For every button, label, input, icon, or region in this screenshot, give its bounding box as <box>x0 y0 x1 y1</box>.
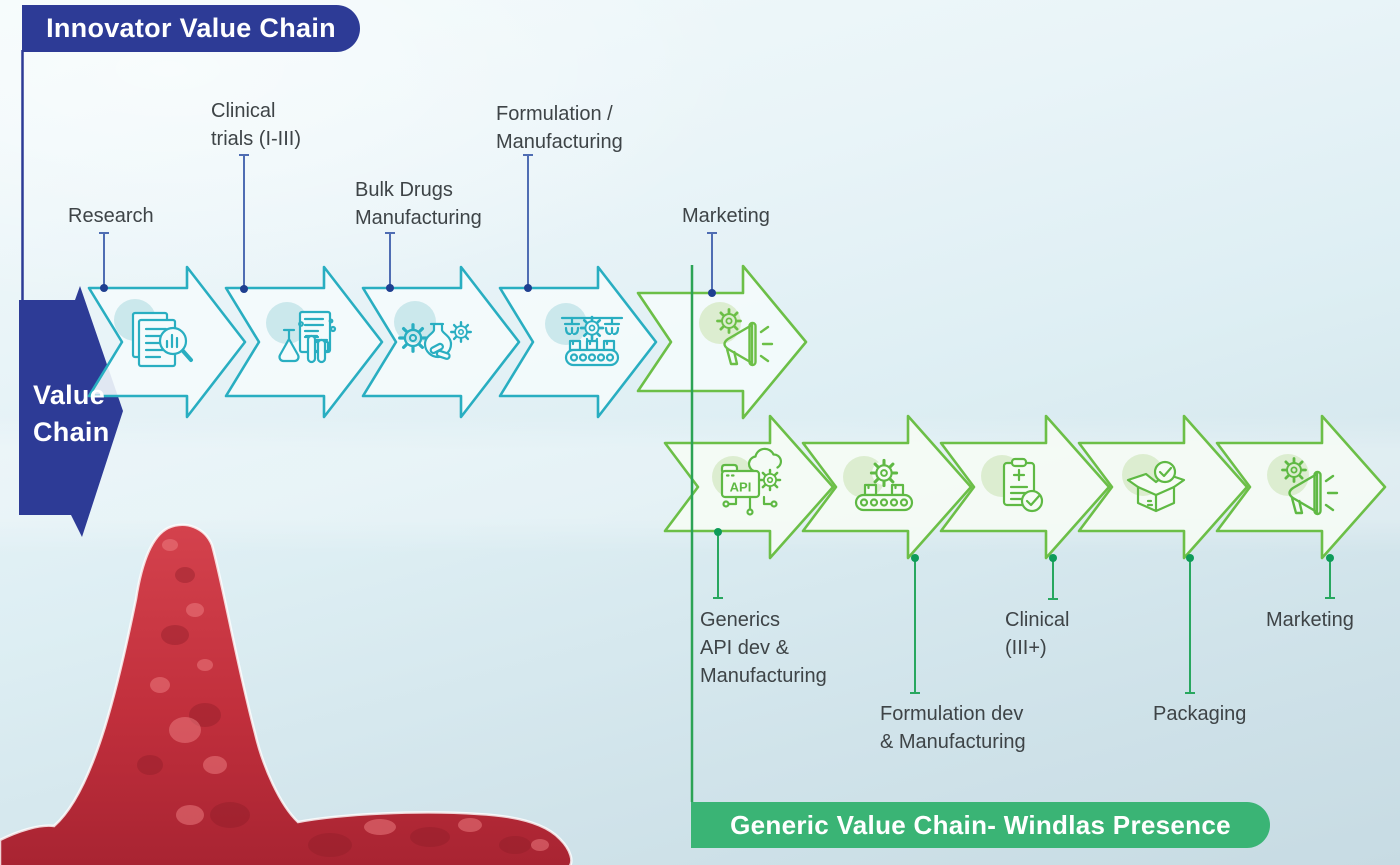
clipboard-check-icon <box>1002 457 1044 513</box>
generic-connectors <box>713 532 1335 694</box>
open-box-check-icon <box>1126 460 1186 513</box>
stage-label-clinical-trials: Clinical trials (I-III) <box>211 100 301 150</box>
assembly-line-icon <box>560 315 624 367</box>
innovator-arrow-marketing <box>636 264 808 420</box>
generic-arrow-marketing <box>1215 414 1387 560</box>
research-documents-magnifier-icon <box>131 311 193 368</box>
innovator-arrow-research <box>87 265 247 419</box>
starfish-image <box>0 523 573 865</box>
stage-label-formulation-dev: Formulation dev & Manufacturing <box>880 703 1026 753</box>
generic-arrow-formulation <box>801 414 973 560</box>
gears-flask-pills-icon <box>398 321 472 360</box>
generic-arrow-packaging <box>1077 414 1249 560</box>
stage-label-clinical-iii: Clinical (III+) <box>1005 609 1070 659</box>
conveyor-gear-icon <box>854 458 914 512</box>
clinical-flask-testtubes-icon <box>278 310 337 364</box>
innovator-arrow-bulk <box>361 265 521 419</box>
stage-label-marketing-generic: Marketing <box>1266 609 1354 631</box>
stage-label-packaging: Packaging <box>1153 703 1247 725</box>
svg-text:API: API <box>730 480 752 495</box>
stage-label-bulk-drugs: Bulk Drugs Manufacturing <box>355 179 482 229</box>
stage-label-marketing-innovator: Marketing <box>682 205 770 227</box>
generic-value-chain-badge: Generic Value Chain- Windlas Presence <box>691 802 1270 848</box>
value-chain-flag-label: Value Chain <box>33 380 110 447</box>
stage-label-research: Research <box>68 205 154 227</box>
innovator-connector-dots <box>100 284 716 297</box>
stage-label-generics-api: Generics API dev & Manufacturing <box>700 609 827 687</box>
value-chain-flag <box>19 286 123 537</box>
stage-label-formulation-manufacturing: Formulation / Manufacturing <box>496 103 623 153</box>
generic-badge-label: Generic Value Chain- Windlas Presence <box>730 809 1231 840</box>
generic-connector-dots <box>714 528 1334 562</box>
innovator-arrow-clinical <box>224 265 384 419</box>
generic-arrow-outlines <box>636 264 1387 560</box>
innovator-badge-label: Innovator Value Chain <box>46 13 336 43</box>
innovator-arrow-formulation <box>498 265 658 419</box>
generic-arrow-api <box>663 414 835 560</box>
innovator-connectors <box>99 154 717 292</box>
innovator-value-chain-badge: Innovator Value Chain <box>22 5 360 52</box>
innovator-arrow-outlines <box>87 265 658 419</box>
api-folder-cloud-icon: API <box>720 447 782 516</box>
generic-arrow-clinical <box>939 414 1111 560</box>
